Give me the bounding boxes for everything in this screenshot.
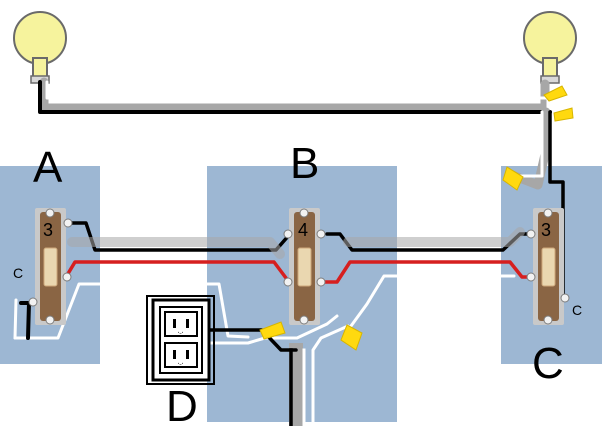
bulb-right [523, 11, 577, 84]
traveler-cable-ab [67, 237, 285, 259]
receptacle-d-label: D [166, 382, 198, 426]
switch-c-type-label: 3 [541, 220, 551, 240]
traveler-red-bc [321, 260, 538, 284]
switch-a-common-label: C [13, 265, 23, 281]
switch-c [526, 208, 570, 325]
white-wire-c [349, 274, 516, 328]
switch-b-label: B [290, 139, 319, 188]
switch-b [283, 208, 326, 325]
receptacle-white-wire [208, 336, 267, 345]
switch-c-label: C [532, 339, 564, 388]
switch-a-type-label: 3 [43, 220, 53, 240]
bulb-left [13, 11, 67, 84]
top-cable [38, 77, 552, 114]
switch-b-type-label: 4 [298, 220, 308, 240]
white-wire-a [13, 282, 250, 340]
white-wire-d [311, 324, 350, 426]
switch-a-white-stub [13, 298, 18, 340]
wire-nut-center-left [259, 321, 286, 340]
switch-a [28, 208, 73, 325]
traveler-cable-bc [343, 227, 525, 247]
white-wire-b [262, 314, 339, 340]
switch-a-label: A [33, 143, 63, 192]
wire-nut-top-right [543, 85, 574, 122]
wire-nut-c-top [502, 166, 524, 191]
switch-c-common-label: C [572, 302, 582, 318]
receptacle-d [146, 295, 215, 385]
wire-nut-center-right [340, 324, 363, 351]
receptacle-black-wire [208, 328, 298, 352]
